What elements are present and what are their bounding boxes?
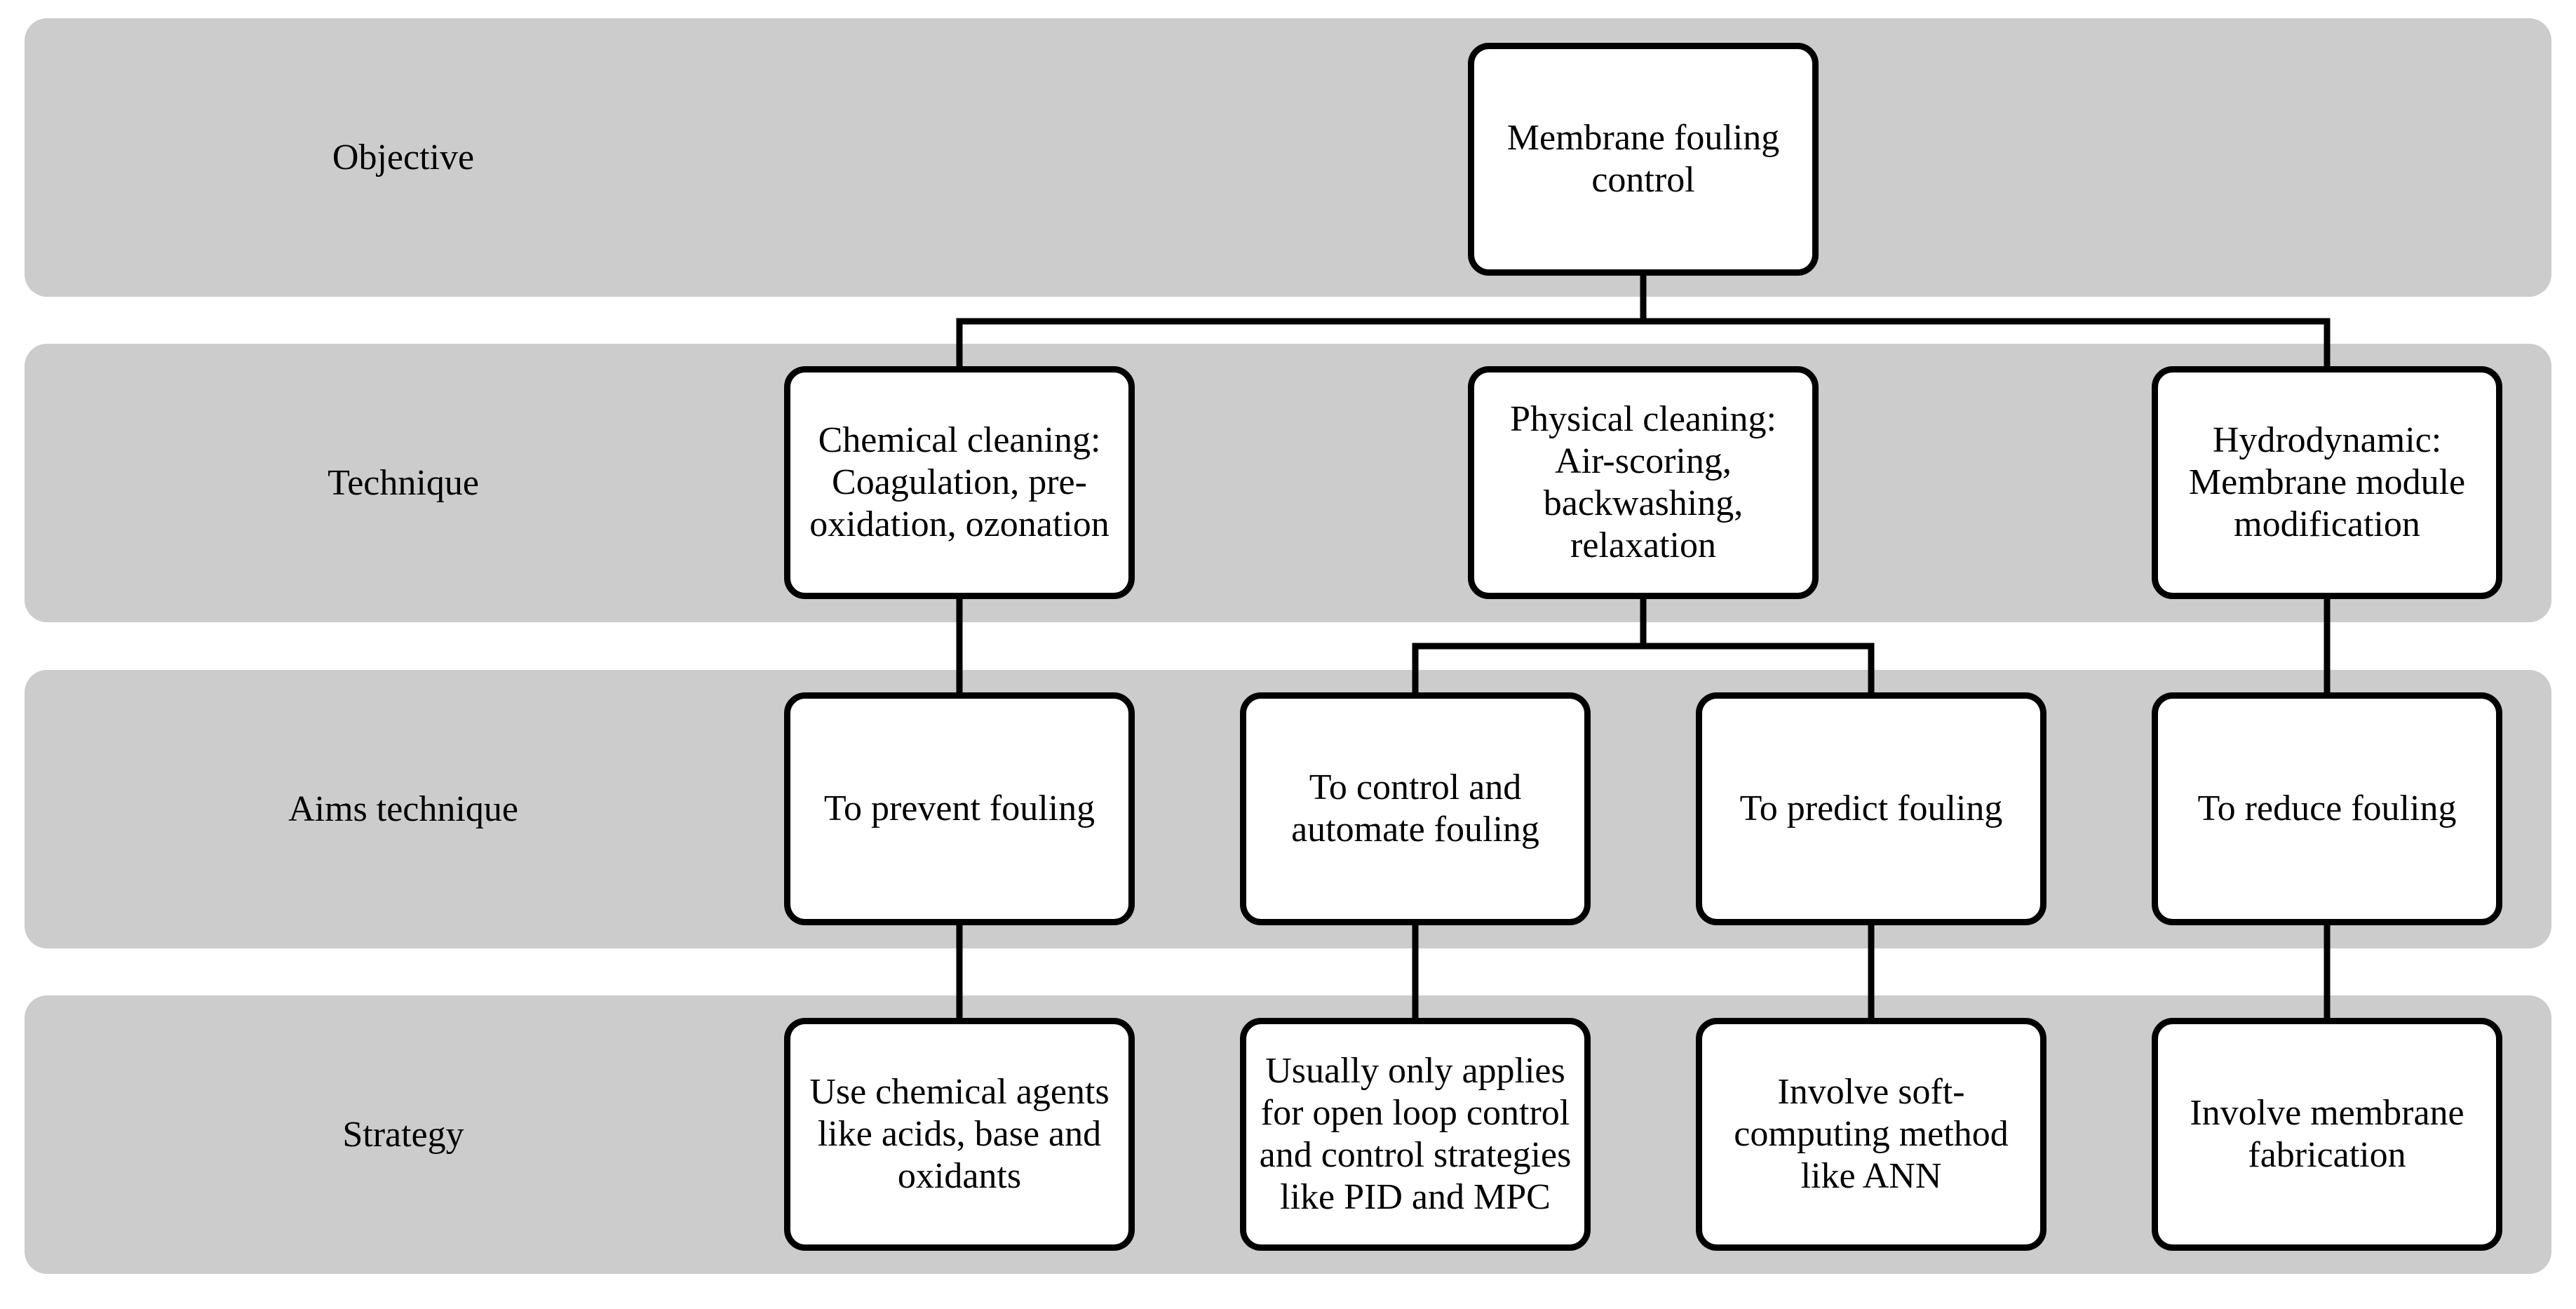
node-predict-fouling: To predict fouling xyxy=(1696,692,2046,925)
row-label-objective: Objective xyxy=(332,137,475,177)
row-label-strategy: Strategy xyxy=(342,1115,464,1155)
row-label-technique: Technique xyxy=(328,463,479,503)
node-membrane-fouling-control: Membrane fouling control xyxy=(1468,43,1819,276)
row-band-technique xyxy=(25,344,2551,622)
node-soft-computing: Involve soft-computing method like ANN xyxy=(1696,1018,2046,1251)
connector-physical-to-aims xyxy=(1412,599,1875,692)
connector-objective-to-techniques xyxy=(956,276,2331,366)
node-hydrodynamic: Hydrodynamic: Membrane module modificati… xyxy=(2152,366,2502,599)
node-chemical-agents: Use chemical agents like acids, base and… xyxy=(784,1018,1135,1251)
row-band-objective xyxy=(25,18,2551,297)
node-control-automate-fouling: To control and automate fouling xyxy=(1240,692,1591,925)
node-membrane-fabrication: Involve membrane fabrication xyxy=(2152,1018,2502,1251)
node-prevent-fouling: To prevent fouling xyxy=(784,692,1135,925)
node-chemical-cleaning: Chemical cleaning: Coagulation, pre-oxid… xyxy=(784,366,1135,599)
node-open-loop-control: Usually only applies for open loop contr… xyxy=(1240,1018,1591,1251)
node-reduce-fouling: To reduce fouling xyxy=(2152,692,2502,925)
node-physical-cleaning: Physical cleaning: Air-scoring, backwash… xyxy=(1468,366,1819,599)
row-label-aims-technique: Aims technique xyxy=(288,789,518,829)
